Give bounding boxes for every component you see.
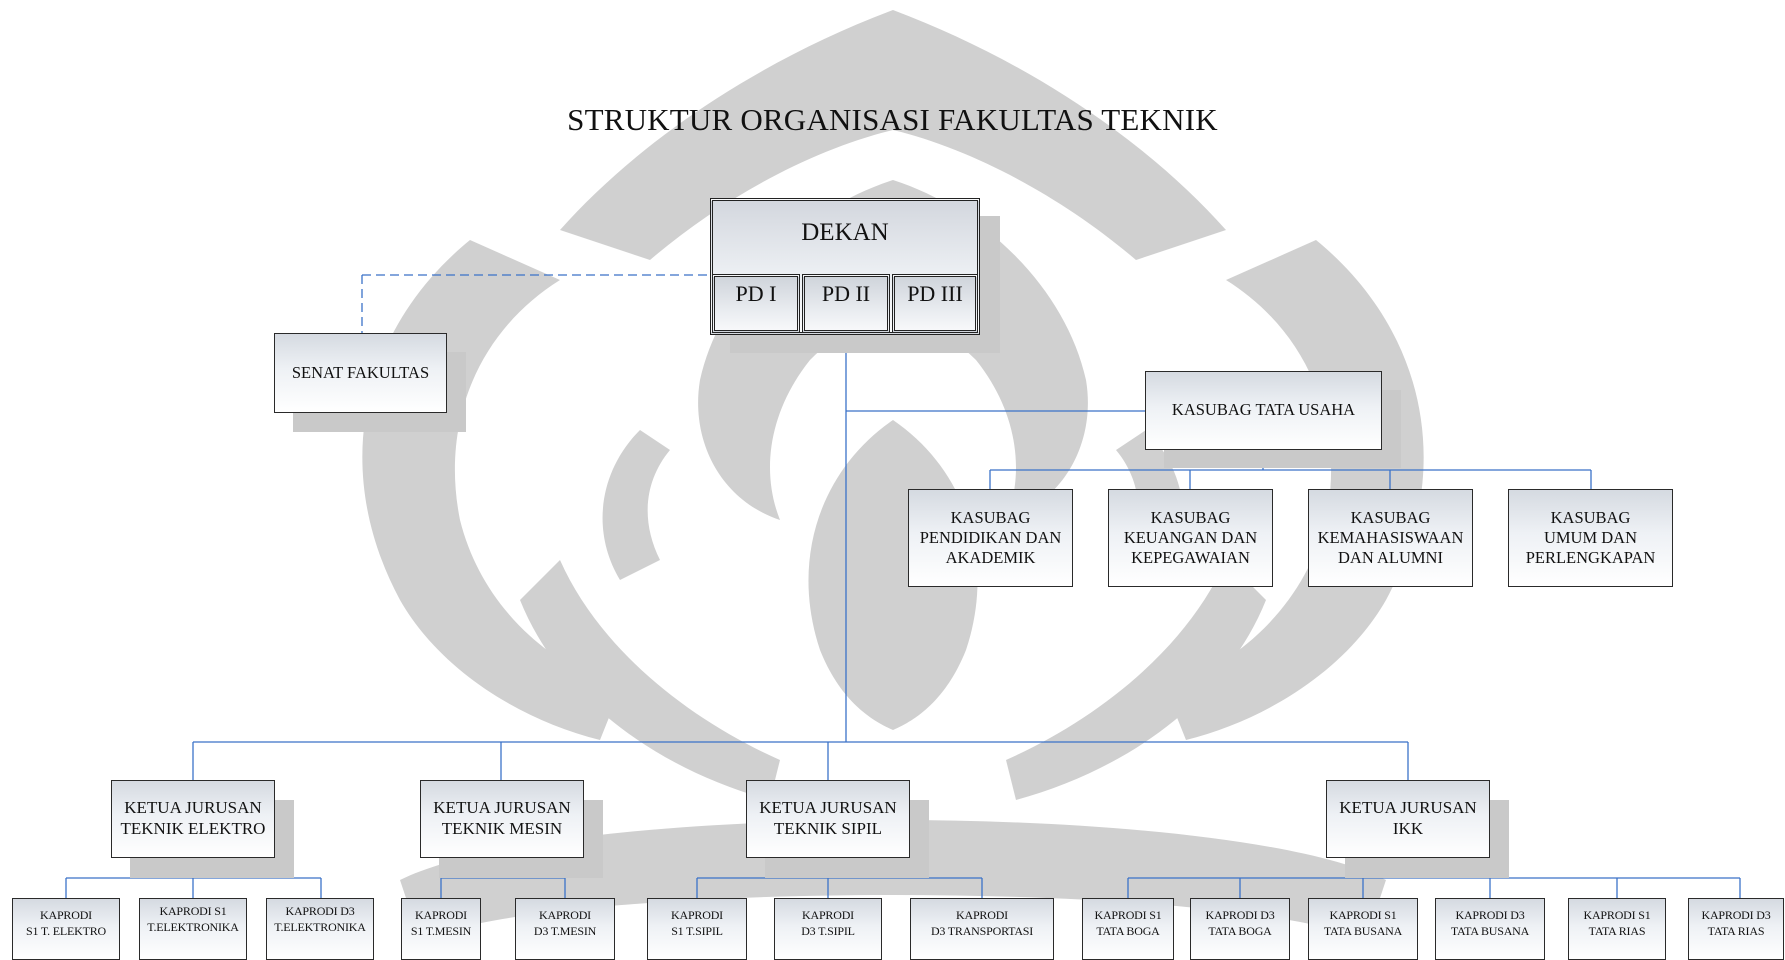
box-line: KAPRODI D3 — [1205, 908, 1275, 922]
pd-1-box: PD I — [712, 274, 800, 333]
box-line: D3 T.SIPIL — [801, 924, 855, 939]
chart-title: STRUKTUR ORGANISASI FAKULTAS TEKNIK — [567, 102, 1218, 137]
dekan-label: DEKAN — [801, 219, 889, 246]
box-line: S1 T.SIPIL — [671, 924, 723, 939]
box-line: KEUANGAN DAN — [1123, 527, 1258, 547]
box-line: IKK — [1392, 819, 1424, 838]
kaprodi-box: KAPRODI S1 T.SIPIL — [647, 898, 747, 960]
box-line: UMUM DAN — [1543, 527, 1638, 547]
box-line: AKADEMIK — [945, 548, 1036, 568]
box-line: KAPRODI D3 — [1701, 908, 1771, 922]
box-line: KETUA JURUSAN — [124, 798, 262, 818]
box-line: TATA RIAS — [1707, 924, 1765, 939]
box-line: KAPRODI — [40, 908, 92, 922]
box-line: KAPRODI — [956, 908, 1008, 922]
kaprodi-box: KAPRODI S1 TATA RIAS — [1568, 898, 1666, 960]
box-line: KASUBAG — [1150, 507, 1231, 527]
box-line: TATA RIAS — [1588, 924, 1646, 939]
box-line: KAPRODI D3 — [1455, 908, 1525, 922]
box-line: KEPEGAWAIAN — [1131, 548, 1250, 568]
pd-2-box: PD II — [802, 274, 890, 333]
kaprodi-box: KAPRODI S1 T.MESIN — [401, 898, 481, 960]
box-line: KASUBAG — [1350, 507, 1431, 527]
kaprodi-box: KAPRODI D3 TATA BOGA — [1190, 898, 1290, 960]
box-line: TATA BUSANA — [1323, 924, 1403, 939]
kaprodi-box: KAPRODI D3 TATA BUSANA — [1435, 898, 1545, 960]
kaprodi-box: KAPRODI S1 TATA BUSANA — [1308, 898, 1418, 960]
box-line: KAPRODI — [802, 908, 854, 922]
kaprodi-box: KAPRODI D3 T.SIPIL — [774, 898, 882, 960]
box-line: D3 T.MESIN — [533, 924, 597, 939]
box-line: KAPRODI S1 — [1094, 908, 1162, 922]
box-line: KAPRODI D3 — [285, 904, 355, 918]
box-line: KASUBAG — [950, 507, 1031, 527]
pd-3-box: PD III — [892, 274, 978, 333]
box-line: KAPRODI S1 — [1329, 908, 1397, 922]
kaprodi-box: KAPRODI S1 T.ELEKTRONIKA — [139, 898, 247, 960]
kaprodi-box: KAPRODI S1 T. ELEKTRO — [12, 898, 120, 960]
box-line: TATA BUSANA — [1450, 924, 1530, 939]
box-line: KAPRODI — [671, 908, 723, 922]
box-line: TATA BOGA — [1208, 924, 1272, 939]
box-line: T.ELEKTRONIKA — [274, 920, 366, 935]
kaprodi-box: KAPRODI D3 TRANSPORTASI — [910, 898, 1054, 960]
box-line: KEMAHASISWAAN — [1317, 527, 1464, 547]
box-line: TEKNIK SIPIL — [773, 819, 883, 838]
box-line: KAPRODI — [539, 908, 591, 922]
kaprodi-box: KAPRODI D3 T.ELEKTRONIKA — [266, 898, 374, 960]
kaprodi-box: KAPRODI D3 T.MESIN — [515, 898, 615, 960]
box-line: PERLENGKAPAN — [1525, 548, 1656, 568]
box-line: D3 TRANSPORTASI — [930, 924, 1034, 939]
box-line: KAPRODI S1 — [159, 904, 227, 918]
kasubag-tata-usaha-box: KASUBAG TATA USAHA — [1145, 371, 1382, 450]
box-line: KETUA JURUSAN — [1339, 798, 1477, 818]
box-line: TEKNIK MESIN — [441, 819, 563, 838]
box-line: S1 T.MESIN — [410, 924, 472, 939]
box-line: S1 T. ELEKTRO — [26, 924, 106, 939]
box-line: DAN ALUMNI — [1338, 548, 1443, 568]
kaprodi-box: KAPRODI D3 TATA RIAS — [1688, 898, 1784, 960]
box-line: KAPRODI — [415, 908, 467, 922]
box-line: TATA BOGA — [1096, 924, 1160, 939]
box-line: KASUBAG — [1550, 507, 1631, 527]
box-line: KETUA JURUSAN — [433, 798, 571, 818]
box-line: KETUA JURUSAN — [759, 798, 897, 818]
box-line: PENDIDIKAN DAN — [919, 527, 1062, 547]
box-line: KAPRODI S1 — [1583, 908, 1651, 922]
kaprodi-box: KAPRODI S1 TATA BOGA — [1082, 898, 1174, 960]
box-line: T.ELEKTRONIKA — [147, 920, 239, 935]
senat-fakultas-box: SENAT FAKULTAS — [274, 333, 447, 413]
box-line: TEKNIK ELEKTRO — [120, 819, 266, 838]
